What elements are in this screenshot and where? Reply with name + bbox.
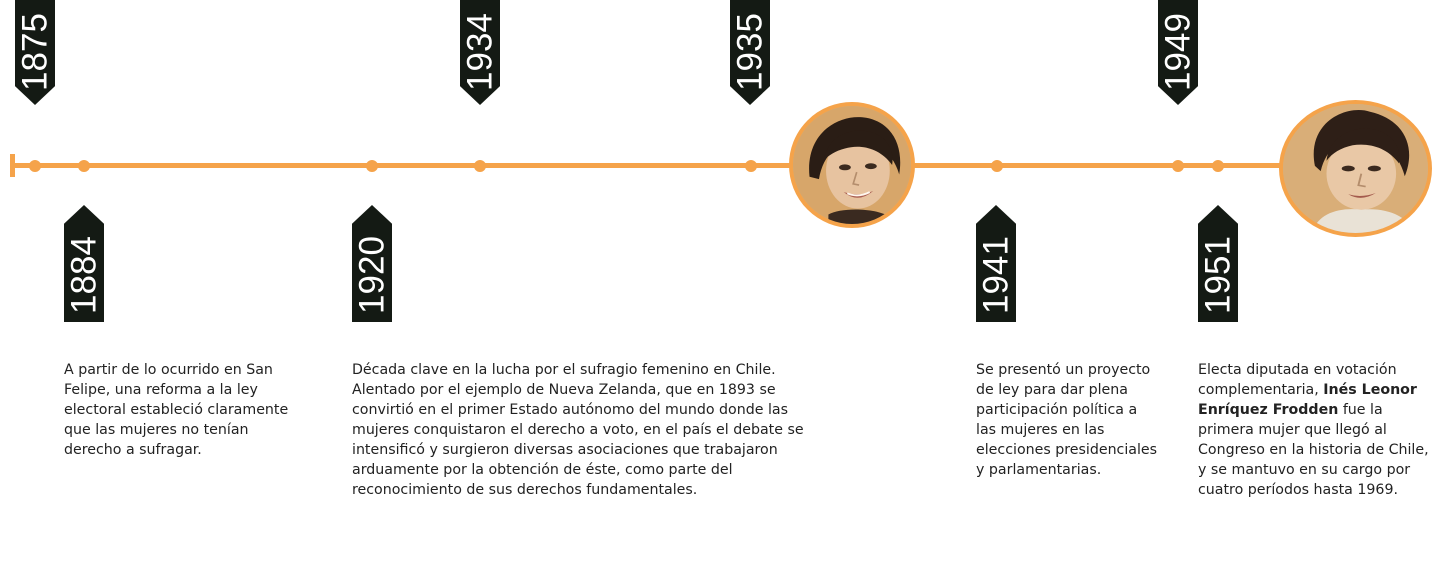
year-flag-1934: 1934	[460, 0, 500, 105]
timeline-dot-1935	[745, 159, 757, 172]
description-text: Década clave en la lucha por el sufragio…	[352, 362, 804, 498]
year-label: 1935	[730, 13, 770, 91]
description-text: Se presentó un proyecto de ley para dar …	[976, 362, 1158, 478]
portrait-ines-enriquez-frodden-image	[1283, 104, 1428, 233]
portrait-1935	[789, 102, 915, 228]
description-highlight-name: Inés Leonor Enríquez Frodden	[1198, 382, 1417, 418]
year-label: 1884	[64, 236, 104, 314]
year-label: 1949	[1158, 13, 1198, 91]
year-label: 1941	[976, 236, 1016, 314]
description-1951: Electa diputada en votación complementar…	[1198, 360, 1430, 500]
description-1920: Década clave en la lucha por el sufragio…	[352, 360, 824, 500]
year-flag-1920: 1920	[352, 205, 392, 322]
description-rest: fue la primera mujer que llegó al Congre…	[1198, 402, 1429, 498]
year-flag-1941: 1941	[976, 205, 1016, 322]
year-label: 1920	[352, 236, 392, 314]
year-flag-1875: 1875	[15, 0, 55, 105]
timeline-dot-1934	[474, 159, 486, 172]
timeline-line	[12, 163, 1312, 168]
year-label: 1934	[460, 13, 500, 91]
description-text: A partir de lo ocurrido en San Felipe, u…	[64, 362, 289, 458]
timeline-dot-1951	[1212, 159, 1224, 172]
description-text: Electa diputada en votación complementar…	[1198, 360, 1430, 500]
year-flag-1951: 1951	[1198, 205, 1238, 322]
timeline-dot-1884	[78, 159, 90, 172]
timeline-dot-1875	[29, 159, 41, 172]
portrait-woman-1935-image	[793, 106, 911, 224]
year-label: 1875	[15, 13, 55, 91]
description-1941: Se presentó un proyecto de ley para dar …	[976, 360, 1161, 480]
year-flag-1935: 1935	[730, 0, 770, 105]
timeline-dot-1941	[991, 159, 1003, 172]
year-label: 1951	[1198, 236, 1238, 314]
portrait-1951	[1279, 100, 1432, 237]
timeline-dot-1920	[366, 159, 378, 172]
timeline-dot-1949	[1172, 159, 1184, 172]
description-1884: A partir de lo ocurrido en San Felipe, u…	[64, 360, 289, 460]
description-intro: Electa diputada en votación complementar…	[1198, 362, 1397, 398]
year-flag-1884: 1884	[64, 205, 104, 322]
year-flag-1949: 1949	[1158, 0, 1198, 105]
